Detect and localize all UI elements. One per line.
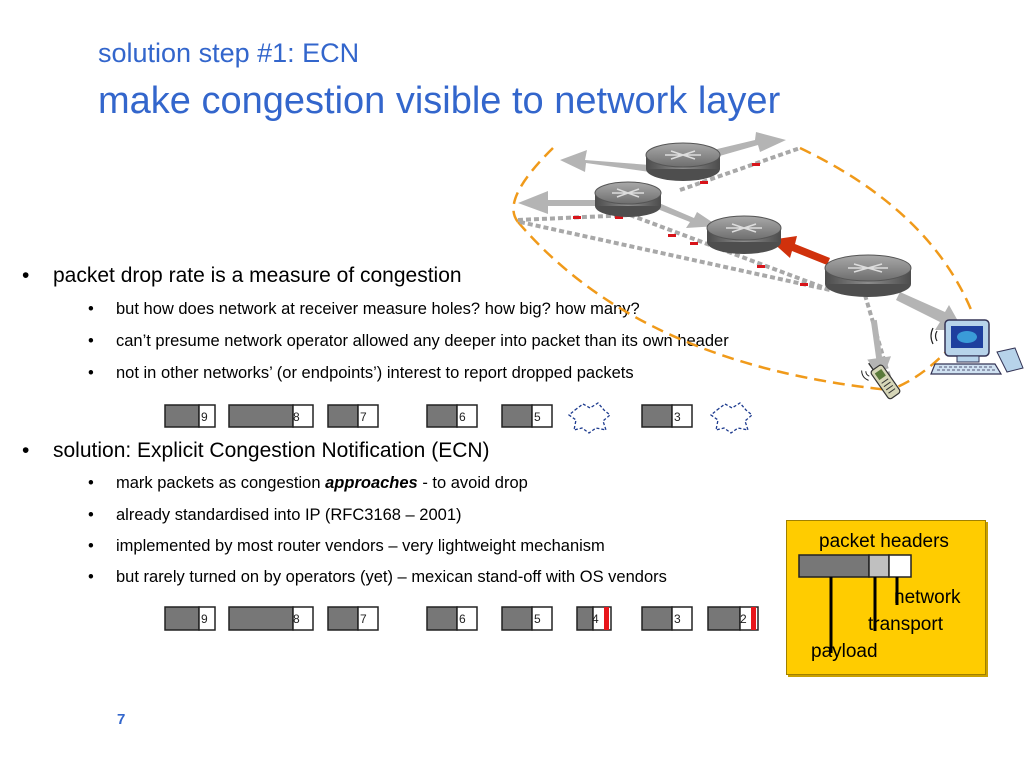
bullet-dot: • <box>22 439 30 462</box>
packet-7: 7 <box>327 404 379 428</box>
legend-network: network <box>894 587 961 608</box>
path-dashed-upper <box>799 146 974 313</box>
arrow-grey-4 <box>655 203 718 228</box>
packet-8: 8 <box>228 606 314 631</box>
router-icon <box>824 254 912 297</box>
packet-8: 8 <box>228 404 314 428</box>
packet-2-ecn-marked: 2 <box>707 606 759 631</box>
bullet-2-text: solution: Explicit Congestion Notificati… <box>53 439 490 462</box>
bullet-1-text: packet drop rate is a measure of congest… <box>53 264 462 287</box>
bullet-dot: • <box>88 332 94 350</box>
packet-3: 3 <box>641 606 693 631</box>
packet-label: 9 <box>201 612 208 626</box>
arrow-grey-3 <box>713 132 786 157</box>
legend-heading: packet headers <box>819 531 949 552</box>
path-dashed-lower <box>517 221 891 392</box>
arrow-grey-1 <box>560 150 650 172</box>
packet-9: 9 <box>164 606 216 631</box>
dropped-packet-icon <box>567 402 612 434</box>
packet-label: 6 <box>459 612 466 626</box>
packet-label: 3 <box>674 612 681 626</box>
packet-label: 7 <box>360 410 367 424</box>
sub-bullet-text: can’t presume network operator allowed a… <box>116 332 729 350</box>
sub-bullet-prefix: mark packets as congestion <box>116 474 326 492</box>
packet-label: 7 <box>360 612 367 626</box>
mobile-phone-icon <box>861 362 901 400</box>
dropped-packet-icon <box>709 402 754 434</box>
legend-packet-diagram <box>798 554 912 653</box>
packet-label: 8 <box>293 410 300 424</box>
slide-title: make congestion visible to network layer <box>98 80 781 122</box>
packet-label: 6 <box>459 410 466 424</box>
sub-bullet-text: mark packets as congestion approaches - … <box>116 474 528 493</box>
bullet-dot: • <box>88 364 94 382</box>
path-dashed-left <box>512 147 554 223</box>
sub-bullet-text: but how does network at receiver measure… <box>116 300 640 318</box>
packet-9: 9 <box>164 404 216 428</box>
packet-label: 5 <box>534 612 541 626</box>
link-lower <box>519 220 831 292</box>
bullet-dot: • <box>88 537 94 555</box>
legend-transport: transport <box>868 614 943 635</box>
sub-bullet-text: already standardised into IP (RFC3168 – … <box>116 506 462 524</box>
sub-bullet-suffix: - to avoid drop <box>417 474 528 492</box>
network-diagram <box>512 132 1024 400</box>
desktop-computer-icon <box>930 319 1024 375</box>
packet-6: 6 <box>426 404 478 428</box>
packet-row-ecn: 9 8 7 6 5 4 3 2 <box>164 606 759 631</box>
packet-label: 2 <box>740 612 747 626</box>
arrow-grey-2 <box>518 191 598 214</box>
bullet-dot: • <box>88 568 94 586</box>
emphasis-word: approaches <box>325 474 418 492</box>
bullet-dot: • <box>88 506 94 524</box>
packet-label: 9 <box>201 410 208 424</box>
packet-3: 3 <box>641 404 693 428</box>
bullet-dot: • <box>88 474 94 492</box>
packet-5: 5 <box>501 606 553 631</box>
packet-label: 5 <box>534 410 541 424</box>
router-icon <box>645 142 721 181</box>
packet-row-drops: 9 8 7 6 5 3 <box>164 402 754 434</box>
bullet-dot: • <box>22 264 30 287</box>
packet-5: 5 <box>501 404 553 428</box>
packet-label: 4 <box>592 612 599 626</box>
sub-bullet-text: not in other networks’ (or endpoints’) i… <box>116 364 634 382</box>
sub-bullet-text: but rarely turned on by operators (yet) … <box>116 568 667 586</box>
packet-7: 7 <box>327 606 379 631</box>
legend-payload: payload <box>811 641 878 662</box>
packet-label: 8 <box>293 612 300 626</box>
packet-label: 3 <box>674 410 681 424</box>
bullet-dot: • <box>88 300 94 318</box>
router-icon <box>706 215 782 254</box>
packet-4-ecn-marked: 4 <box>576 606 612 631</box>
packet-headers-legend: packet headers network transport payload <box>786 520 986 675</box>
sub-bullet-text: implemented by most router vendors – ver… <box>116 537 605 555</box>
link-top <box>679 146 801 192</box>
page-number: 7 <box>117 711 126 728</box>
arrow-grey-6 <box>867 319 891 380</box>
slide-subtitle: solution step #1: ECN <box>98 38 360 68</box>
router-icon <box>594 181 662 217</box>
packet-6: 6 <box>426 606 478 631</box>
arrow-congested <box>770 236 830 265</box>
